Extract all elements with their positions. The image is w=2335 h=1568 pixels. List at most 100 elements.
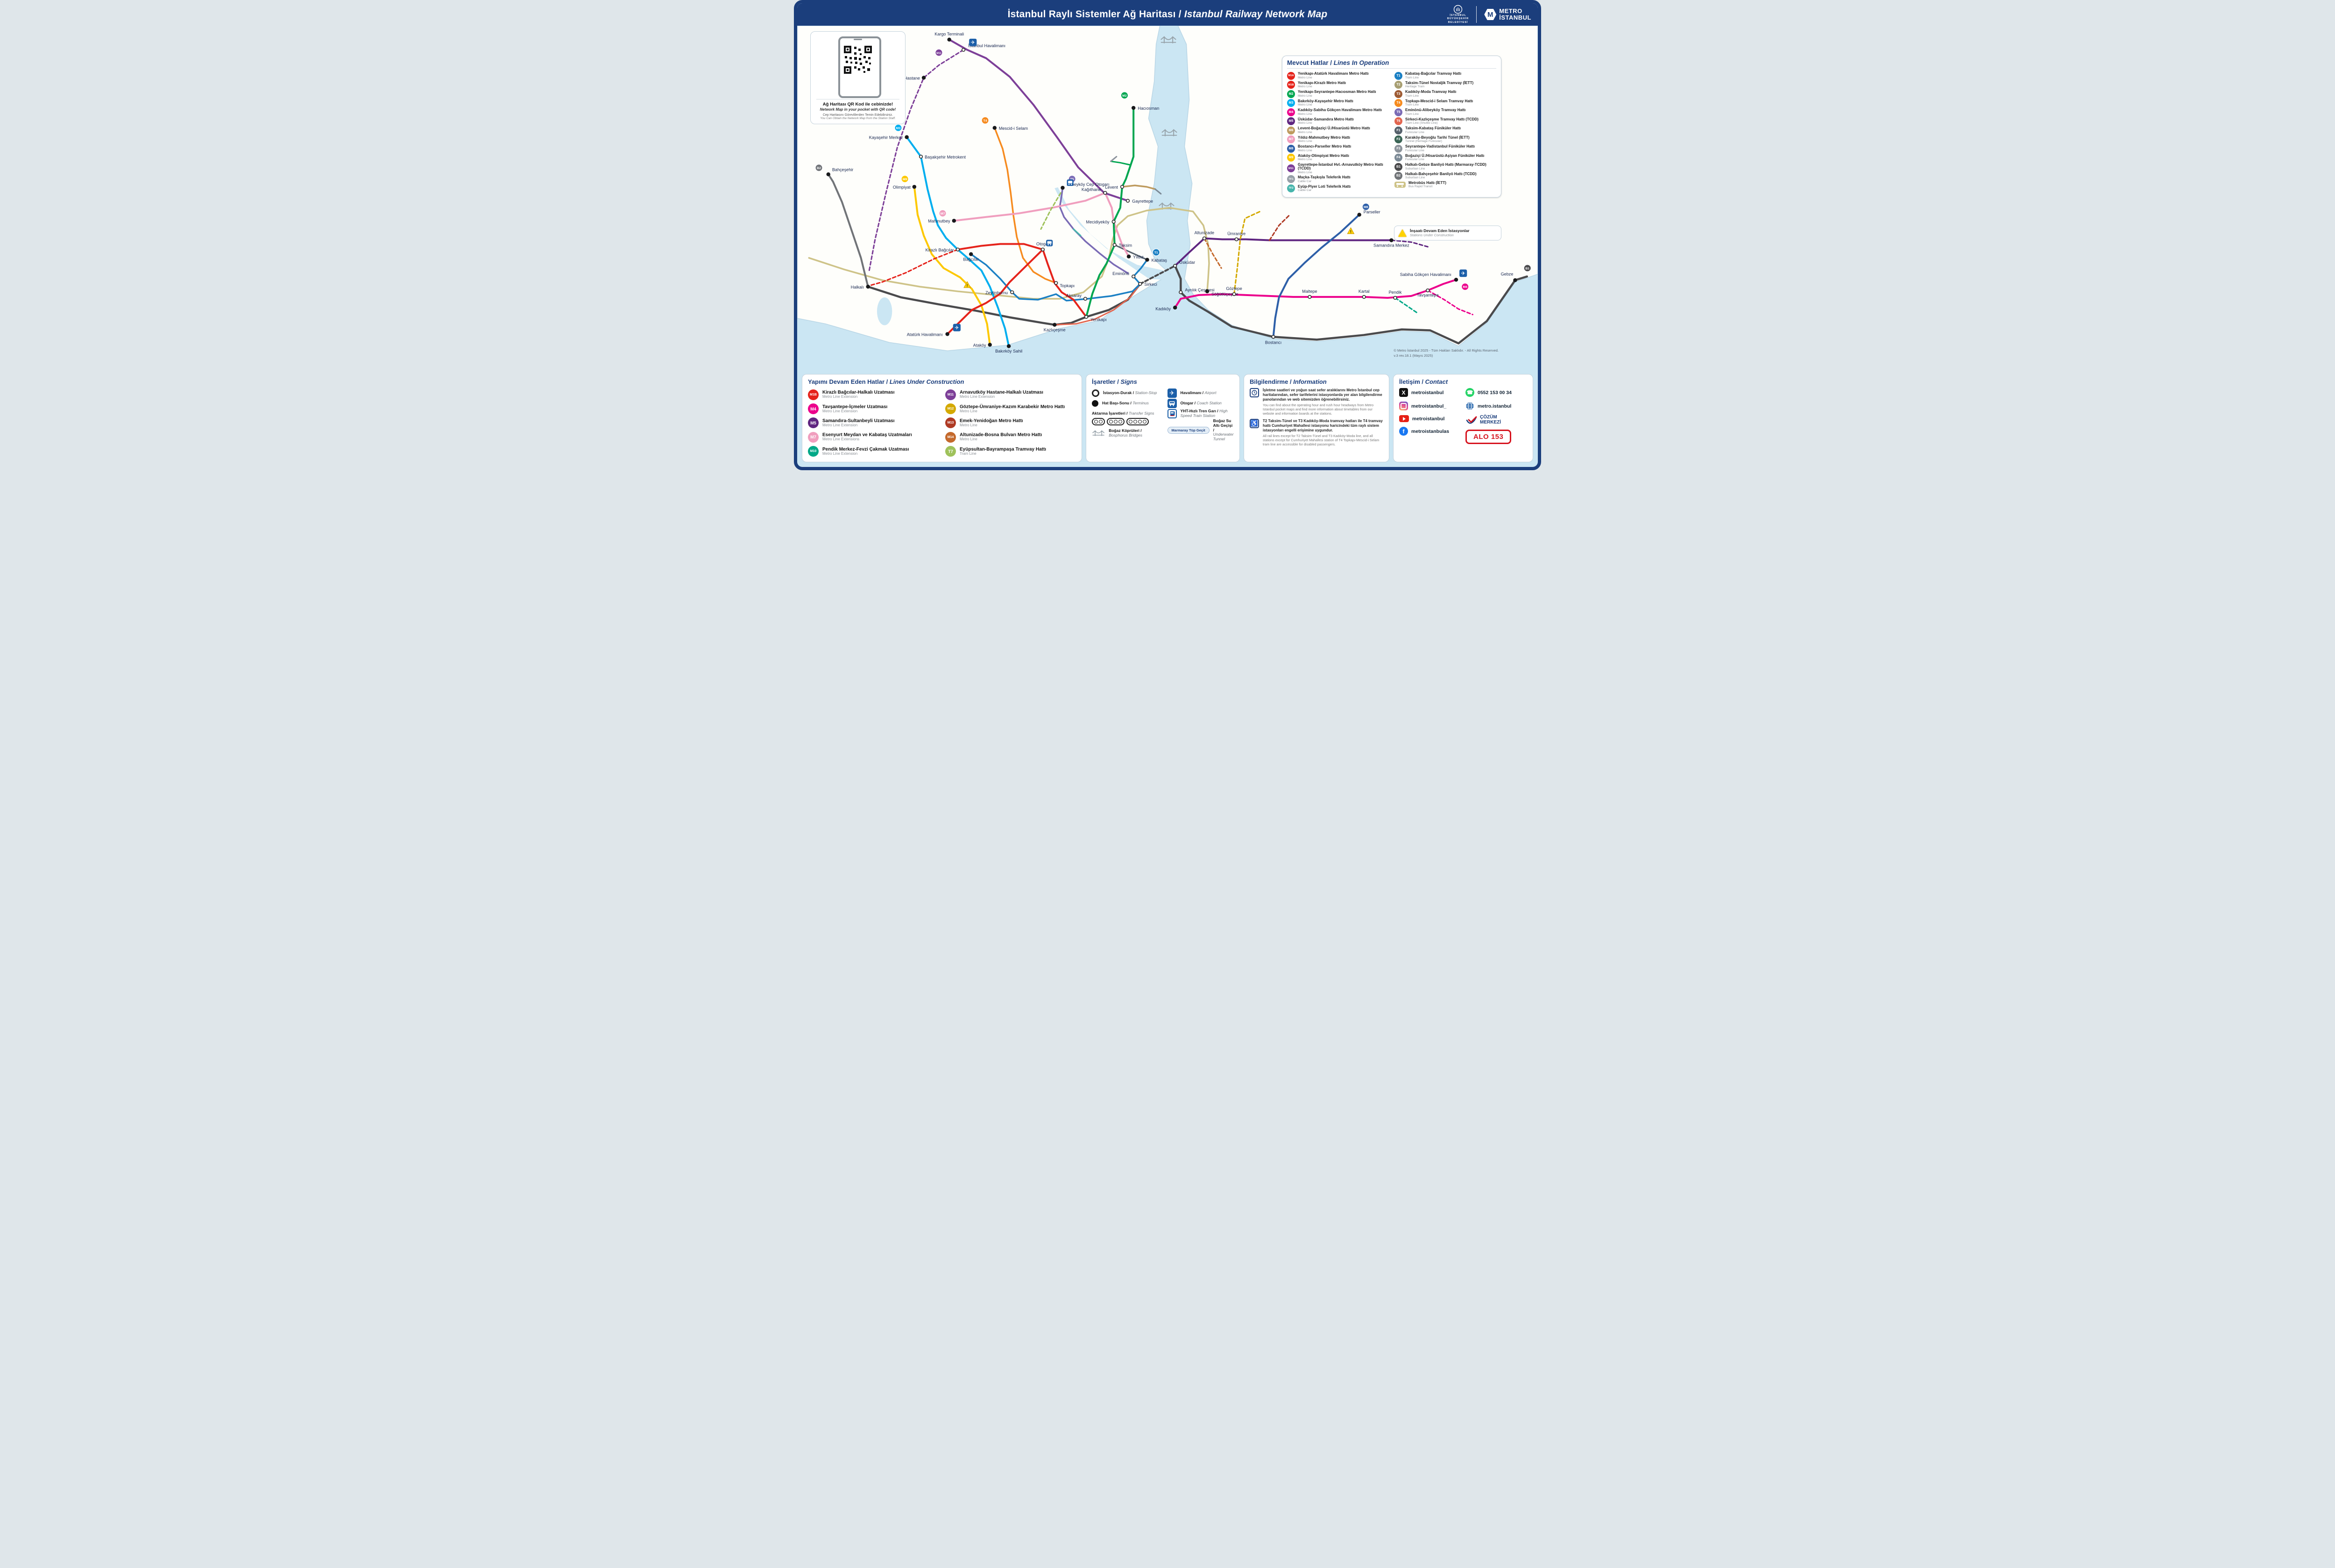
qr-panel: Ağ Haritası QR Kod ile cebinizde! Networ… [810, 31, 906, 124]
line-T6 [1054, 283, 1141, 326]
uc-note-tr: İnşaatı Devam Eden İstasyonlar [1410, 228, 1470, 233]
sign-bosphorus-bridges: Boğaz Köprüleri / Bosphorus Bridges [1092, 428, 1162, 438]
station-label: Mahmutbey [928, 219, 950, 224]
legend-line-name: Ataköy-Olimpiyat Metro Hattı [1298, 153, 1349, 158]
station-marker [921, 76, 926, 80]
qr-note-en: You Can Obtain the Network Map from the … [820, 117, 896, 120]
legend-line-type: Tunnel (Heritage Funicular) [1405, 140, 1442, 143]
station-marker [919, 155, 923, 159]
line-badge-M4: M4 [1287, 108, 1295, 116]
svg-text:!: ! [967, 284, 968, 288]
contact-website: metro.istanbul [1465, 402, 1527, 410]
station-label: Otogar [1036, 242, 1049, 247]
station-label: Göztepe [1226, 286, 1242, 291]
line-code-bullet-M2: M2 [1120, 92, 1129, 99]
station-marker [1232, 292, 1236, 296]
construction-warning-icon: ! [1347, 227, 1355, 234]
line-badge-T1: T1 [1394, 71, 1402, 80]
line-badge-M4: M4 [808, 403, 819, 415]
station-marker [1205, 289, 1210, 294]
station-label: Sirkeci [1144, 282, 1157, 287]
network-map-page: İstanbul Raylı Sistemler Ağ Haritası / I… [794, 0, 1541, 470]
line-M12-ext [1233, 211, 1261, 295]
legend-line-name: Eyüp-Piyer Loti Teleferik Hattı [1298, 184, 1351, 189]
legend-line-type: Metro Line [1298, 130, 1312, 134]
station-label: Altunizade [1195, 231, 1214, 235]
legend-line-type: Bus Rapid Transit [1408, 185, 1433, 189]
whatsapp-icon: ☎ [1465, 388, 1474, 397]
svg-text:M4: M4 [1463, 286, 1467, 289]
legend-line-type: Metro Line [1298, 121, 1312, 125]
legend-line-type: Tram Line [1405, 76, 1419, 79]
station-marker [1362, 295, 1366, 299]
station-marker [1271, 335, 1275, 339]
station-marker [1454, 277, 1458, 282]
station-label: Bostancı [1265, 340, 1281, 345]
station-label: Aksaray [1066, 293, 1082, 298]
qr-note-tr: Cep Haritasını Görevlilerden Temin Edebi… [822, 113, 893, 117]
svg-text:✈: ✈ [1461, 271, 1465, 276]
line-badge-T5: T5 [1394, 108, 1402, 116]
information-panel-title: Bilgilendirme / Information [1250, 378, 1327, 385]
legend-line-type: Funicular Line [1405, 148, 1424, 152]
line-M14-ext [1203, 238, 1222, 269]
station-marker [1083, 297, 1088, 301]
station-marker [1111, 219, 1116, 224]
legend-line-type: Metro Line [1298, 170, 1312, 174]
legend-line-type: Tram Line [1405, 94, 1419, 98]
station-label: Bahçeşehir [832, 167, 853, 172]
legend-line-type: Metro Line [1298, 103, 1312, 107]
line-badge-M13: M13 [945, 417, 956, 429]
warning-triangle-icon [1398, 229, 1407, 237]
svg-text:M11: M11 [936, 52, 941, 55]
legend-line-name: Maçka-Taşkışla Teleferik Hattı [1298, 175, 1351, 179]
wheelchair-icon: ♿ [1250, 419, 1259, 428]
station-marker [1112, 243, 1117, 247]
legend-line-type: Heritage Tram [1405, 85, 1425, 89]
legend-line-type: Funicular Line [1405, 158, 1424, 162]
line-B1-east [1174, 264, 1528, 345]
station-marker [1389, 238, 1394, 242]
station-label: Ayrılık Çeşmesi [1185, 288, 1214, 292]
station-marker [1120, 185, 1125, 189]
line-badge-M3: M3 [1287, 99, 1295, 107]
info-p1-tr: İşletme saatleri ve yoğun saat sefer ara… [1263, 388, 1382, 402]
line-F3 [1110, 155, 1118, 162]
legend-line-type: Cable Car [1298, 189, 1312, 192]
line-M11 [948, 38, 1129, 202]
legend-line-type: Metro Line [1298, 85, 1312, 89]
station-marker [1040, 247, 1045, 252]
line-badge-M1B: M1B [808, 389, 819, 400]
metrobus-pill-icon [1394, 181, 1406, 188]
station-marker [1132, 275, 1136, 279]
info-operating-hours: İşletme saatleri ve yoğun saat sefer ara… [1250, 388, 1383, 416]
station-label: Taksim [1119, 243, 1132, 248]
legend-line-type: Tram Line [1405, 103, 1419, 107]
line-badge-T4: T4 [1394, 99, 1402, 107]
legend-line-name: Karaköy-Beyoğlu Tarihi Tünel (İETT) [1405, 135, 1470, 140]
station-marker [1179, 290, 1183, 294]
legend-line-type: Suburban Line [1405, 176, 1425, 180]
station-label: Kabataş [1152, 258, 1168, 262]
facebook-icon: f [1399, 427, 1408, 436]
coach-station-icon [1046, 240, 1053, 247]
panel-contact: İletişim / Contact X metroistanbul metro… [1393, 374, 1533, 462]
line-badge-F3: F3 [1394, 144, 1402, 153]
legend-line-name: Kadıköy-Moda Tramvay Hattı [1405, 90, 1457, 94]
